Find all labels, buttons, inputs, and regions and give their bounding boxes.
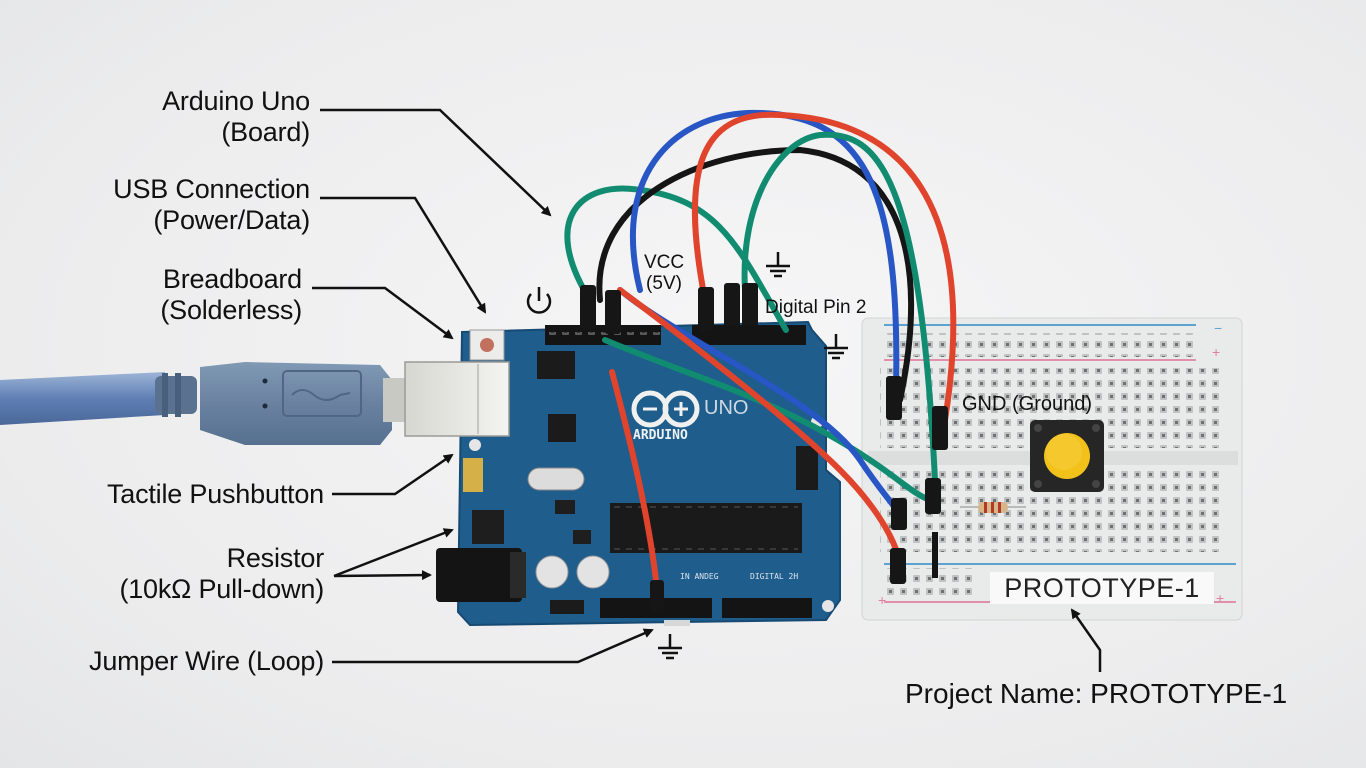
- arrow-jumper: [332, 628, 654, 664]
- power-jack: [436, 548, 522, 602]
- bottom-header-right: [722, 598, 812, 618]
- power-icon: [526, 287, 552, 314]
- project-name-caption: Project Name: PROTOTYPE-1: [905, 678, 1288, 709]
- project-label-sticker: PROTOTYPE-1: [990, 572, 1214, 604]
- label-jumper-wire: Jumper Wire (Loop): [20, 646, 324, 677]
- digital-pin-annotation: Digital Pin 2: [765, 297, 867, 318]
- rail-plus-sign: +: [878, 592, 887, 608]
- arrow-breadboard: [312, 286, 454, 340]
- arrow-arduino: [320, 108, 552, 217]
- wire-green-2: [741, 131, 938, 483]
- usb-socket: [404, 361, 510, 437]
- label-sub: (Power/Data): [153, 205, 310, 235]
- gnd-annotation: GND (Ground): [962, 393, 1093, 415]
- usb-cable: [0, 362, 407, 445]
- jumper-loop-wire: [932, 532, 938, 578]
- microcontroller-chip: [610, 503, 802, 553]
- top-header-right: [692, 325, 806, 345]
- label-arduino-uno: Arduino Uno (Board): [60, 86, 310, 148]
- label-breadboard: Breadboard (Solderless): [60, 264, 302, 326]
- usb-logo-icon: [291, 389, 351, 401]
- wire-green-3: [602, 337, 933, 503]
- label-sub: (Board): [221, 117, 310, 147]
- jumper-wires: [564, 109, 957, 593]
- arrow-resistor-1: [333, 528, 454, 578]
- board-brand: ARDUINO: [633, 428, 688, 443]
- rail-plus-sign: +: [1212, 344, 1221, 360]
- rail-minus-sign: −: [1214, 320, 1223, 336]
- vcc-label: VCC: [644, 252, 685, 273]
- label-title: Breadboard: [162, 264, 302, 294]
- label-title: Arduino Uno: [162, 86, 310, 116]
- label-tactile-pushbutton: Tactile Pushbutton: [40, 479, 324, 510]
- tactile-pushbutton: [1030, 420, 1104, 492]
- ground-icon: [824, 334, 848, 360]
- rail-plus-sign: +: [1216, 590, 1225, 606]
- label-title: USB Connection: [113, 174, 310, 204]
- label-sub: (Solderless): [160, 295, 302, 325]
- digital-header-label: DIGITAL 2H: [750, 572, 799, 581]
- wire-red-top: [692, 111, 957, 423]
- leader-lines: [312, 108, 1102, 672]
- label-usb-connection: USB Connection (Power/Data): [40, 174, 310, 236]
- ground-icon: [658, 634, 682, 660]
- analog-header-label: IN ANDEG: [680, 572, 719, 581]
- wire-black: [596, 146, 915, 403]
- arrow-usb: [320, 196, 487, 314]
- label-title: Tactile Pushbutton: [106, 479, 324, 509]
- ground-icon: [766, 252, 790, 278]
- board-model: UNO: [704, 397, 749, 419]
- vcc-annotation: VCC (5V): [644, 252, 684, 294]
- arrow-pushbutton: [332, 453, 454, 496]
- arrow-resistor-2: [333, 570, 432, 581]
- arrow-project: [1070, 608, 1102, 672]
- label-sub: (10kΩ Pull-down): [119, 574, 324, 604]
- wire-red-loop: [609, 369, 660, 593]
- vcc-value: (5V): [646, 273, 682, 294]
- resistor: [960, 502, 1026, 513]
- wire-connectors: [580, 283, 948, 612]
- arduino-logo: [631, 390, 700, 428]
- label-title: Resistor: [226, 543, 325, 573]
- label-resistor: Resistor (10kΩ Pull-down): [40, 543, 324, 605]
- label-title: Jumper Wire (Loop): [89, 646, 324, 676]
- wire-red-bottom: [617, 287, 901, 558]
